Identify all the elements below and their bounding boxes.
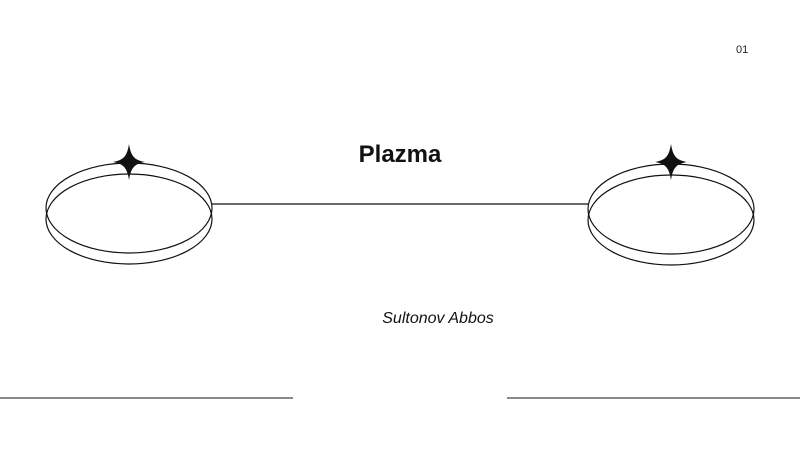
left-star-icon xyxy=(113,144,145,180)
author-name: Sultonov Abbos xyxy=(382,310,494,327)
page-number: 01 xyxy=(736,44,749,56)
slide-title: Plazma xyxy=(358,141,442,168)
right-star-icon xyxy=(655,144,687,180)
